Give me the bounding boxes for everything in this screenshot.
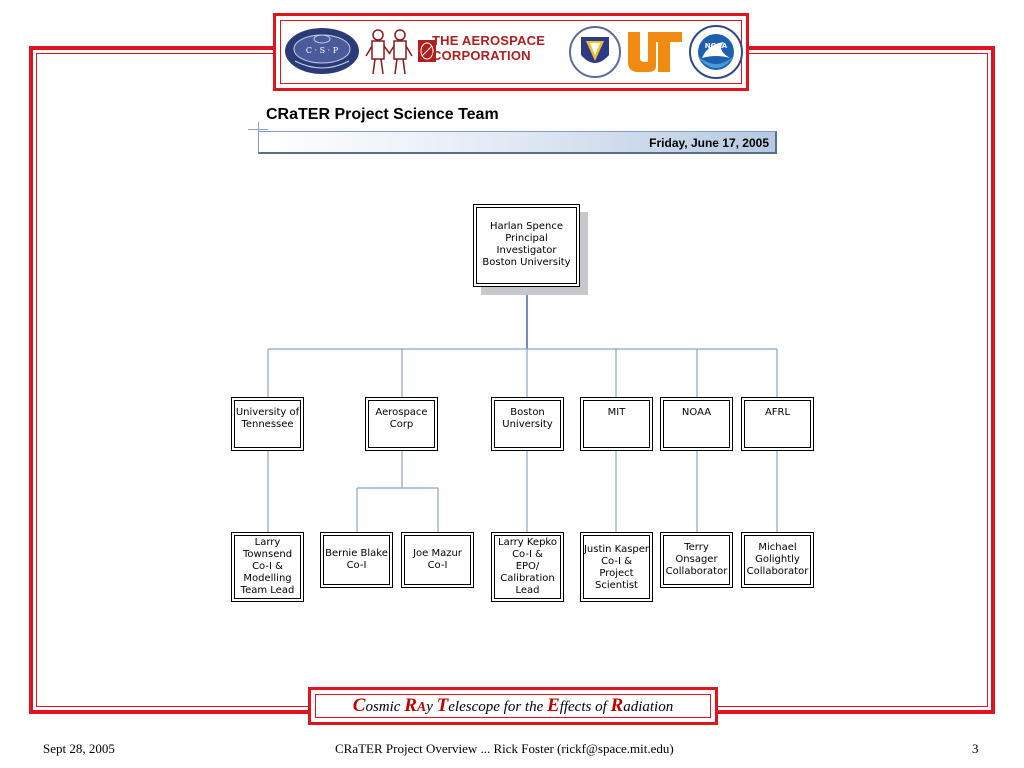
org-box-noaa: NOAA — [660, 397, 733, 451]
member-line: Co-I — [346, 560, 367, 571]
acronym-word: y — [426, 699, 433, 715]
member-line: Scientist — [595, 580, 638, 591]
footer-page-number: 3 — [972, 741, 979, 756]
member-box-joe-mazur: Joe Mazur Co-I — [401, 532, 474, 588]
aerospace-line2: CORPORATION — [432, 48, 531, 63]
member-line: Co-I & — [512, 549, 543, 560]
org-box-label: AFRL — [764, 407, 791, 418]
member-line: Co-I & — [601, 556, 632, 567]
pi-box: Harlan Spence Principal Investigator Bos… — [473, 204, 580, 287]
org-box-label: University of — [235, 407, 300, 418]
member-line: Larry — [254, 537, 281, 548]
logo-banner: C · S · P THE AEROSPACE CORPORATION UT — [273, 13, 749, 91]
member-line: Calibration — [500, 573, 555, 584]
pi-name: Harlan Spence — [489, 221, 564, 232]
astronauts-logo — [365, 29, 413, 75]
member-line: Team Lead — [240, 585, 295, 596]
member-box-justin-kasper: Justin Kasper Co-I & Project Scientist — [580, 532, 653, 602]
afrl-shield-logo — [569, 26, 621, 78]
member-line: Justin Kasper — [583, 544, 650, 555]
aerospace-line1: THE AEROSPACE — [432, 33, 546, 48]
org-box-afrl: AFRL — [741, 397, 814, 451]
member-line: Townsend — [242, 549, 293, 560]
org-box-label: MIT — [607, 407, 626, 418]
acronym-word: elescope — [448, 699, 500, 715]
acronym-letter: A — [416, 700, 427, 715]
member-box-larry-townsend: Larry Townsend Co-I & Modelling Team Lea… — [231, 532, 304, 602]
org-box-label: NOAA — [681, 407, 712, 418]
member-line: Joe Mazur — [413, 548, 462, 559]
csp-logo: C · S · P — [285, 28, 359, 74]
member-line: Golightly — [755, 554, 800, 565]
acronym-letter: R — [610, 695, 624, 716]
member-line: Michael — [758, 542, 797, 553]
aerospace-logo-text: THE AEROSPACE CORPORATION — [432, 33, 545, 63]
member-line: Bernie Blake — [325, 548, 388, 559]
org-box-aerospace-corp: Aerospace Corp — [365, 397, 438, 451]
member-line: EPO/ — [515, 561, 540, 572]
member-box-terry-onsager: Terry Onsager Collaborator — [660, 532, 733, 588]
member-line: Onsager — [675, 554, 718, 565]
org-box-mit: MIT — [580, 397, 653, 451]
member-box-larry-kepko: Larry Kepko Co-I & EPO/ Calibration Lead — [491, 532, 564, 602]
pi-role-line1: Principal — [505, 233, 548, 244]
acronym-letter: E — [547, 695, 560, 716]
title-rule-vertical — [258, 122, 259, 138]
ut-logo: UT — [628, 32, 682, 72]
member-line: Terry — [684, 542, 709, 553]
org-box-boston-university: Boston University — [491, 397, 564, 451]
aerospace-logo-mark — [418, 40, 436, 62]
member-line: Lead — [515, 585, 540, 596]
member-box-michael-golightly: Michael Golightly Collaborator — [741, 532, 814, 588]
member-line: Co-I & — [252, 561, 283, 572]
org-box-label: University — [502, 419, 553, 430]
acronym-letter: C — [352, 695, 366, 716]
org-box-label: Boston — [510, 407, 545, 418]
crater-acronym-banner: Cosmic RAy Telescope for the Effects of … — [308, 687, 718, 725]
org-box-label: Aerospace — [375, 407, 428, 418]
csp-logo-text: C · S · P — [306, 46, 339, 55]
pi-role-line2: Investigator — [496, 245, 557, 256]
acronym-word: ffects — [559, 699, 592, 715]
org-box-label: Corp — [389, 419, 414, 430]
member-line: Collaborator — [746, 566, 809, 577]
footer-date: Sept 28, 2005 — [43, 741, 115, 756]
page-title: CRaTER Project Science Team — [266, 106, 499, 123]
org-box-label: Tennessee — [241, 419, 294, 430]
acronym-letter: T — [436, 695, 449, 716]
acronym-word: of — [595, 699, 607, 715]
member-line: Project — [599, 568, 634, 579]
member-line: Modelling — [243, 573, 292, 584]
noaa-logo-text: NOAA — [705, 42, 728, 50]
member-line: Co-I — [427, 560, 448, 571]
date-bar: Friday, June 17, 2005 — [258, 131, 777, 154]
acronym-word: osmic — [365, 699, 401, 715]
acronym-word: adiation — [623, 699, 674, 715]
member-line: Larry Kepko — [498, 537, 557, 548]
acronym-letter: R — [404, 695, 417, 716]
crater-acronym-text: Cosmic RAy Telescope for the Effects of … — [315, 694, 711, 718]
member-box-bernie-blake: Bernie Blake Co-I — [320, 532, 393, 588]
member-line: Collaborator — [665, 566, 728, 577]
slide-date: Friday, June 17, 2005 — [649, 136, 769, 150]
acronym-word: for the — [503, 699, 544, 715]
org-box-university-of-tennessee: University of Tennessee — [231, 397, 304, 451]
footer-center: CRaTER Project Overview ... Rick Foster … — [335, 741, 674, 756]
pi-institution: Boston University — [482, 257, 571, 268]
noaa-logo: NOAA — [689, 25, 743, 79]
